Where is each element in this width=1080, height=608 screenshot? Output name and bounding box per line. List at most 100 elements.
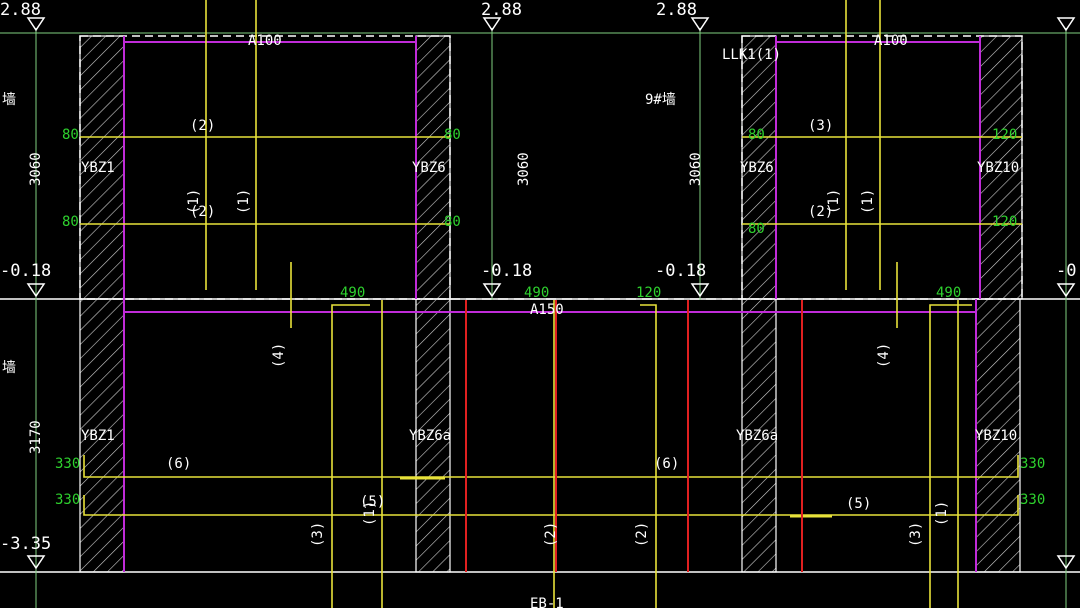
level-label: 2.88 [0,0,41,20]
level-label: 2.88 [656,0,697,20]
level-label: 2.88 [481,0,522,20]
wall-outline-upper-left [79,35,451,300]
rebar-tag: (4) [876,343,892,368]
beam-label: LLK1(1) [722,47,781,63]
level-triangle [26,283,46,298]
level-triangle [482,283,502,298]
column-label: YBZ10 [975,428,1017,444]
green-value: 120 [636,285,661,301]
column-label: YBZ6a [409,428,451,444]
green-value: 490 [524,285,549,301]
green-value: 80 [748,221,765,237]
level-label: -0.18 [655,261,706,281]
magenta-lines [123,36,981,572]
green-value: 490 [936,285,961,301]
level-triangle [482,17,502,32]
column-ybz6a-lower-right [741,298,777,573]
beam-label: A150 [530,302,564,318]
rebar-tag: (3) [310,522,326,547]
level-texts: 2.88 2.88 2.88 -0.18 -0.18 -0.18 -0 -3.3… [0,0,1076,554]
level-label: -3.35 [0,534,51,554]
column-label: YBZ1 [81,160,115,176]
rebar-line [929,304,972,608]
level-label: -0 [1056,261,1076,281]
green-value: 120 [992,214,1017,230]
beam-label: A100 [248,33,282,49]
dimension-label: 3060 [28,152,44,186]
level-label: -0.18 [0,261,51,281]
green-dim-lines [35,28,1067,608]
rebar-tag: (5) [846,496,871,512]
column-label: YBZ10 [977,160,1019,176]
rebar-tag: (6) [654,456,679,472]
level-triangle [26,17,46,32]
rebar-line [331,304,370,608]
level-triangle [690,17,710,32]
level-triangle [26,555,46,570]
hatched-columns [79,35,1023,573]
column-label: YBZ6 [412,160,446,176]
level-triangle [690,283,710,298]
level-triangle [1056,283,1076,298]
column-ybz6-upper [415,35,451,300]
dimension-label: 3060 [516,152,532,186]
rebar-tag: (2) [634,522,650,547]
beam-labels: A100 A100 A150 LLK1(1) 9#墙 EB-1 [248,33,908,608]
yellow-rebars [80,136,1022,518]
dimension-label: 3170 [28,420,44,454]
green-value: 330 [1020,456,1045,472]
rebar-tag: (3) [808,118,833,134]
column-ybz1-upper [79,35,125,300]
level-triangle [1056,17,1076,32]
rebar-tag: (4) [271,343,287,368]
rebar-tag: (2) [808,204,833,220]
column-labels: YBZ1 YBZ6 YBZ6 YBZ10 YBZ1 YBZ6a YBZ6a YB… [81,160,1019,444]
green-value: 490 [340,285,365,301]
beam-label: A100 [874,33,908,49]
level-label: -0.18 [481,261,532,281]
beam-label: 9#墙 [645,92,676,108]
column-label: YBZ1 [81,428,115,444]
green-value: 330 [55,492,80,508]
rebar-tag: (1) [362,501,378,526]
rebar-tag: (2) [543,522,559,547]
wall-label: 墙 [2,360,16,376]
dimension-texts: 3060 3060 3060 3170 [28,152,704,454]
rebar-line [83,495,1019,516]
green-value: 80 [62,214,79,230]
rebar-line [640,304,657,608]
green-value: 330 [55,456,80,472]
column-ybz1-lower [79,298,125,573]
rebar-tag: (1) [860,189,876,214]
rebar-tags: (2) (2) (1) (1) (3) (2) (1) (1) (4) (4) … [166,118,950,547]
green-value: 330 [1020,492,1045,508]
beam-label: EB-1 [530,596,564,608]
green-value-labels: 80 80 80 80 80 80 120 120 490 490 490 12… [55,127,1045,508]
column-label: YBZ6a [736,428,778,444]
column-label: YBZ6 [740,160,774,176]
rebar-tag: (2) [190,118,215,134]
level-markers [26,17,1076,570]
rebar-tag: (3) [908,522,924,547]
rebar-tag: (1) [186,189,202,214]
green-value: 120 [992,127,1017,143]
rebar-tag: (6) [166,456,191,472]
rebar-line [83,455,1019,478]
rebar-tag: (1) [826,189,842,214]
dimension-label: 3060 [688,152,704,186]
green-value: 80 [444,127,461,143]
green-value: 80 [748,127,765,143]
rebar-tag: (1) [934,501,950,526]
green-value: 80 [444,214,461,230]
rebar-tag: (2) [190,204,215,220]
green-value: 80 [62,127,79,143]
column-ybz10-lower [975,298,1021,573]
rebar-tag: (5) [360,494,385,510]
yellow-verticals [205,0,972,608]
column-ybz6a-lower [415,298,451,573]
wall-label: 墙 [2,92,16,108]
rebar-tag: (1) [236,189,252,214]
red-rebars [465,300,803,572]
level-triangle [1056,555,1076,570]
